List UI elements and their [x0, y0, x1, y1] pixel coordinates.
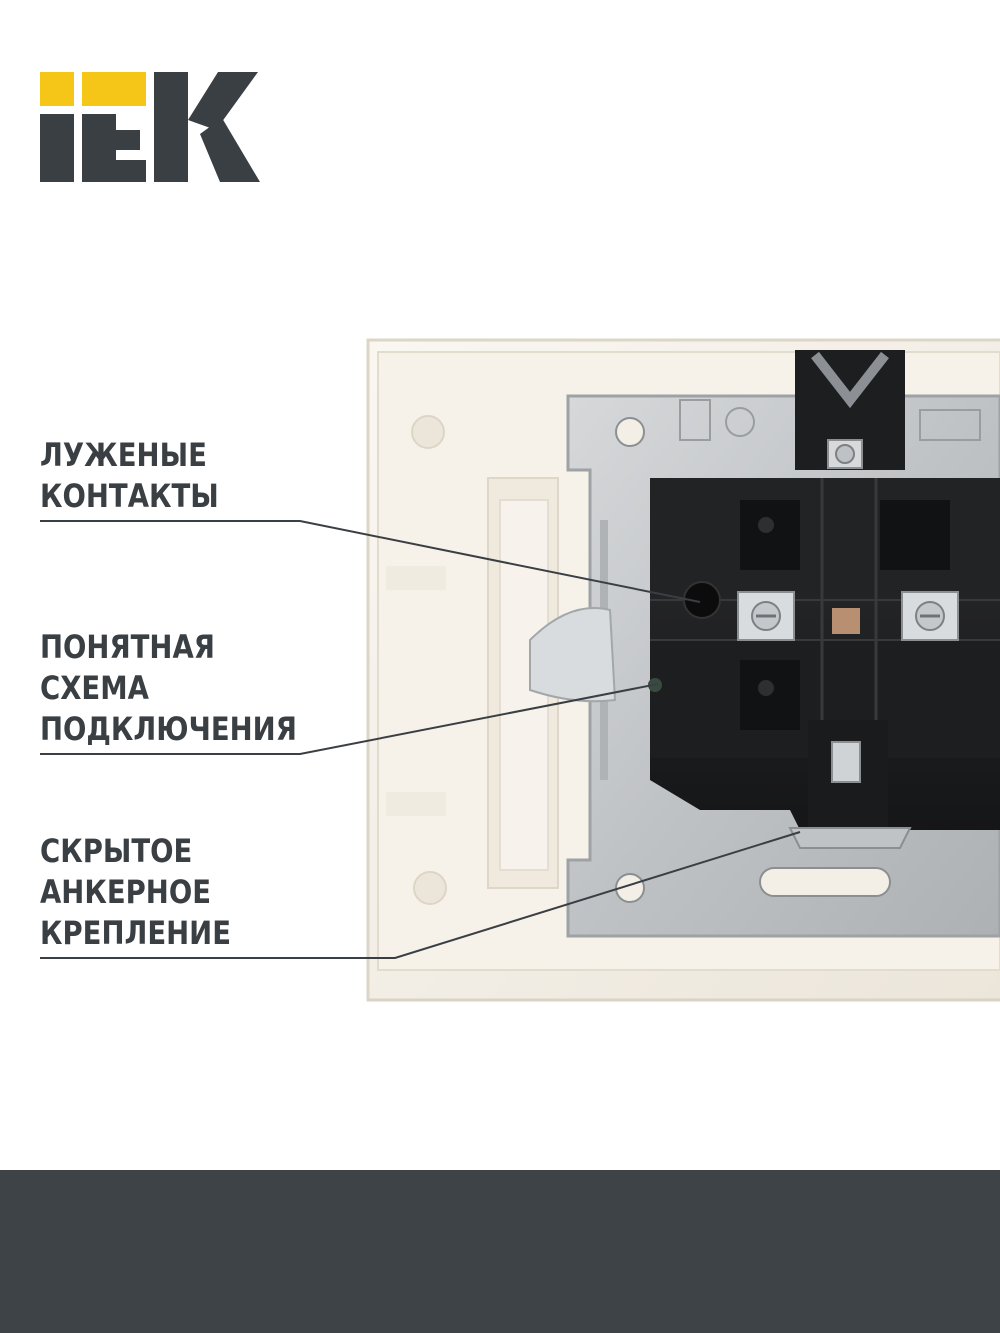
top-clamp	[795, 350, 905, 470]
callout-hidden-anchor: СКРЫТОЕ АНКЕРНОЕ КРЕПЛЕНИЕ	[40, 831, 231, 954]
callout-line: СХЕМА	[40, 669, 149, 707]
leader-line-contacts	[40, 520, 701, 603]
leader-lines	[40, 520, 801, 959]
callout-line: ПОНЯТНАЯ	[40, 628, 215, 666]
callout-line: ЛУЖЕНЫЕ	[40, 436, 207, 474]
callout-line: КРЕПЛЕНИЕ	[40, 914, 232, 952]
logo-k-leg	[200, 118, 260, 182]
logo-i-dot	[40, 72, 74, 106]
terminal-screws	[737, 591, 959, 641]
leader-line-anchor	[40, 831, 801, 959]
earth-contact	[529, 607, 617, 703]
iek-logo	[40, 72, 260, 182]
logo-k-arm	[188, 72, 258, 130]
callout-wiring-scheme: ПОНЯТНАЯ СХЕМА ПОДКЛЮЧЕНИЯ	[40, 627, 297, 750]
logo-i-stem	[40, 114, 74, 182]
logo-e-top	[82, 72, 146, 106]
socket-photo	[40, 338, 1000, 1002]
logo-k-stem	[154, 72, 188, 182]
callout-tinned-contacts: ЛУЖЕНЫЕ КОНТАКТЫ	[40, 435, 219, 517]
leader-line-scheme	[40, 683, 659, 755]
bottom-clamp	[788, 720, 912, 849]
callout-line: СКРЫТОЕ	[40, 832, 193, 870]
socket-block	[648, 478, 1000, 830]
callout-line: КОНТАКТЫ	[40, 477, 219, 515]
callout-line: ПОДКЛЮЧЕНИЯ	[40, 710, 297, 748]
callout-line: АНКЕРНОЕ	[40, 873, 212, 911]
footer-band	[0, 1170, 1000, 1333]
